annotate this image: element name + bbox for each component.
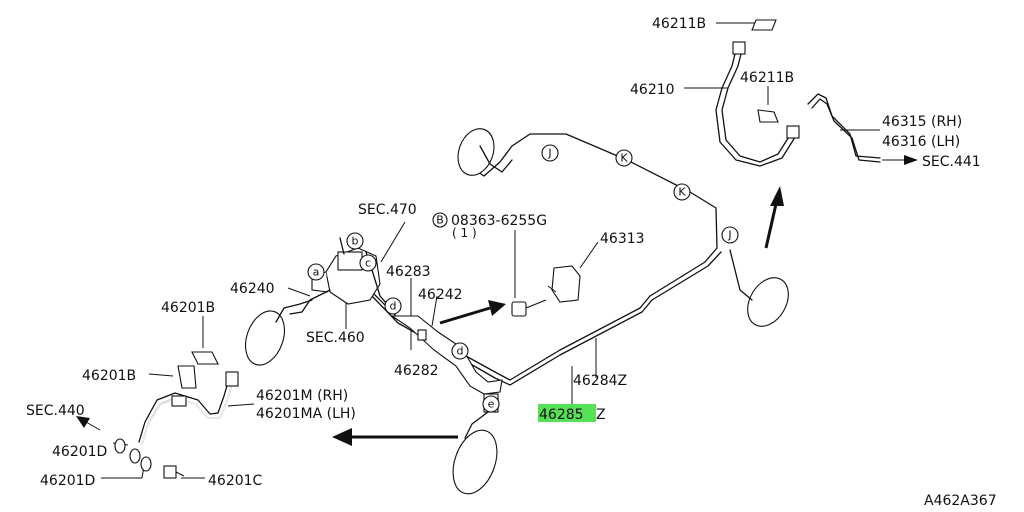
rear-right-wheel-hose [729,249,789,327]
label-46315[interactable]: 46315 (RH) [882,114,962,130]
callout-c: c [359,254,377,272]
main-brake-pipe [371,133,722,386]
tube-46315 [807,93,881,163]
label-bolt-qty: ( 1 ) [452,226,477,240]
leader-lines [101,22,880,479]
svg-text:J: J [727,229,731,242]
rear-bracket [390,315,503,395]
label-sec460[interactable]: SEC.460 [306,330,365,346]
bracket-46313 [547,265,581,303]
label-46285-highlighted[interactable]: 46285 [539,407,584,423]
label-bolt-code[interactable]: 08363-6255G [451,213,547,229]
callout-d2: d [451,342,469,360]
label-46201B-a[interactable]: 46201B [161,300,215,316]
svg-text:K: K [678,186,686,199]
label-46211B-mid[interactable]: 46211B [740,70,794,86]
label-46201D-b[interactable]: 46201D [40,473,95,489]
label-46284Z[interactable]: 46284Z [573,373,627,389]
svg-text:d: d [390,300,397,313]
bolt-badge-circle [432,212,448,228]
part-labels: 46211B 46210 46211B 46315 (RH) 46316 (LH… [26,16,997,509]
hose-46210 [715,19,800,167]
label-46283[interactable]: 46283 [386,264,431,280]
bolt-08363 [511,299,547,317]
callout-k2: K [673,183,691,201]
label-46201C[interactable]: 46201C [208,473,263,489]
label-46210[interactable]: 46210 [630,82,675,98]
part-highlight [538,404,596,422]
svg-text:b: b [352,235,359,248]
left-wheel-hose [245,299,313,366]
callout-b: b [346,232,364,250]
label-sec441[interactable]: SEC.441 [922,154,981,170]
label-46201M[interactable]: 46201M (RH) [256,388,348,404]
callout-j1: J [541,144,559,162]
callout-k1: K [615,149,633,167]
label-46285-suffix: Z [596,407,606,423]
label-46240[interactable]: 46240 [230,281,275,297]
callout-d1: d [384,297,402,315]
label-46316[interactable]: 46316 (LH) [882,134,960,150]
svg-text:K: K [620,152,628,165]
svg-text:c: c [365,257,371,270]
label-sec470[interactable]: SEC.470 [358,202,417,218]
svg-text:d: d [457,345,464,358]
label-46282[interactable]: 46282 [394,363,439,379]
rear-left-wheel-hose [457,128,513,176]
front-hose-46201M [114,371,239,479]
direction-arrows [76,155,918,446]
label-46201MA[interactable]: 46201MA (LH) [256,406,356,422]
label-46242[interactable]: 46242 [418,287,463,303]
label-sec440[interactable]: SEC.440 [26,403,85,419]
figure-code: A462A367 [924,493,997,509]
label-46201B-b[interactable]: 46201B [82,368,136,384]
svg-text:a: a [313,266,320,279]
svg-text:J: J [547,147,551,160]
label-46201D-a[interactable]: 46201D [52,444,107,460]
callout-e: e [482,395,500,413]
label-46313[interactable]: 46313 [600,231,645,247]
clips-46201B [177,351,219,389]
svg-text:e: e [488,398,495,411]
callout-a: a [307,263,325,281]
label-46211B-top[interactable]: 46211B [652,16,706,32]
callout-j2: J [721,226,739,244]
bolt-badge: B [436,214,444,227]
